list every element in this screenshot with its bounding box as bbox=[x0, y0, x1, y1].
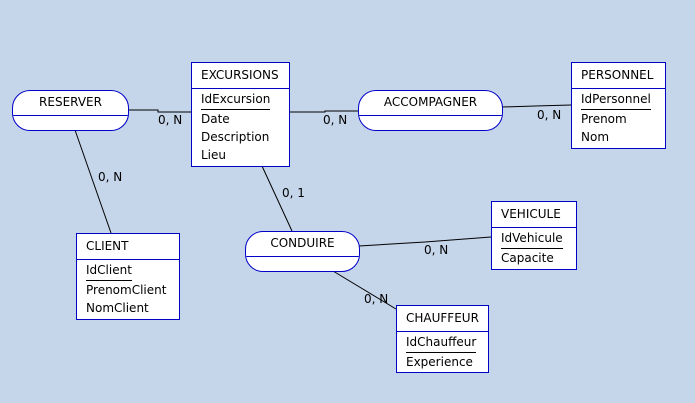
entity-excursions[interactable]: EXCURSIONS IdExcursion Date Description … bbox=[191, 62, 290, 167]
link-conduire-vehicule bbox=[358, 236, 492, 247]
association-title: CONDUIRE bbox=[246, 232, 359, 257]
entity-title: VEHICULE bbox=[492, 202, 576, 228]
entity-chauffeur[interactable]: CHAUFFEUR IdChauffeur Experience bbox=[396, 305, 489, 373]
association-reserver[interactable]: RESERVER bbox=[12, 90, 129, 131]
association-accompagner[interactable]: ACCOMPAGNER bbox=[358, 90, 503, 131]
cardinality-label: 0, N bbox=[537, 108, 562, 122]
entity-key-attribute: IdPersonnel bbox=[581, 91, 651, 110]
entity-title: CHAUFFEUR bbox=[397, 306, 488, 332]
cardinality-label: 0, N bbox=[424, 243, 449, 257]
association-title: ACCOMPAGNER bbox=[359, 91, 502, 116]
entity-key-attribute: IdClient bbox=[86, 262, 132, 281]
entity-attribute: Date bbox=[201, 112, 230, 126]
cardinality-label: 0, N bbox=[364, 292, 389, 306]
entity-personnel[interactable]: PERSONNEL IdPersonnel Prenom Nom bbox=[571, 62, 666, 149]
entity-attribute: Capacite bbox=[501, 251, 554, 265]
link-conduire-excursions bbox=[261, 165, 293, 232]
cardinality-label: 0, N bbox=[158, 113, 183, 127]
entity-key-attribute: IdChauffeur bbox=[406, 334, 477, 353]
entity-attribute: Experience bbox=[406, 355, 473, 369]
link-accompagner-personnel bbox=[501, 104, 572, 108]
entity-attribute: PrenomClient bbox=[86, 283, 167, 297]
cardinality-label: 0, N bbox=[98, 170, 123, 184]
link-accompagner-excursions bbox=[289, 110, 358, 113]
entity-title: CLIENT bbox=[77, 234, 179, 260]
entity-attribute: Nom bbox=[581, 130, 610, 144]
link-reserver-excursions bbox=[128, 109, 191, 113]
entity-key-attribute: IdVehicule bbox=[501, 230, 563, 249]
entity-client[interactable]: CLIENT IdClient PrenomClient NomClient bbox=[76, 233, 180, 320]
entity-attribute: Description bbox=[201, 130, 270, 144]
association-title: RESERVER bbox=[13, 91, 128, 116]
link-reserver-client bbox=[74, 129, 112, 234]
entity-attribute: NomClient bbox=[86, 301, 149, 315]
entity-attribute: Lieu bbox=[201, 148, 227, 162]
entity-attribute: Prenom bbox=[581, 112, 627, 126]
cardinality-label: 0, N bbox=[323, 113, 348, 127]
link-conduire-chauffeur bbox=[332, 270, 397, 310]
entity-vehicule[interactable]: VEHICULE IdVehicule Capacite bbox=[491, 201, 577, 270]
cardinality-label: 0, 1 bbox=[282, 186, 305, 200]
entity-title: PERSONNEL bbox=[572, 63, 665, 89]
association-conduire[interactable]: CONDUIRE bbox=[245, 231, 360, 272]
entity-key-attribute: IdExcursion bbox=[201, 91, 271, 110]
entity-title: EXCURSIONS bbox=[192, 63, 289, 89]
